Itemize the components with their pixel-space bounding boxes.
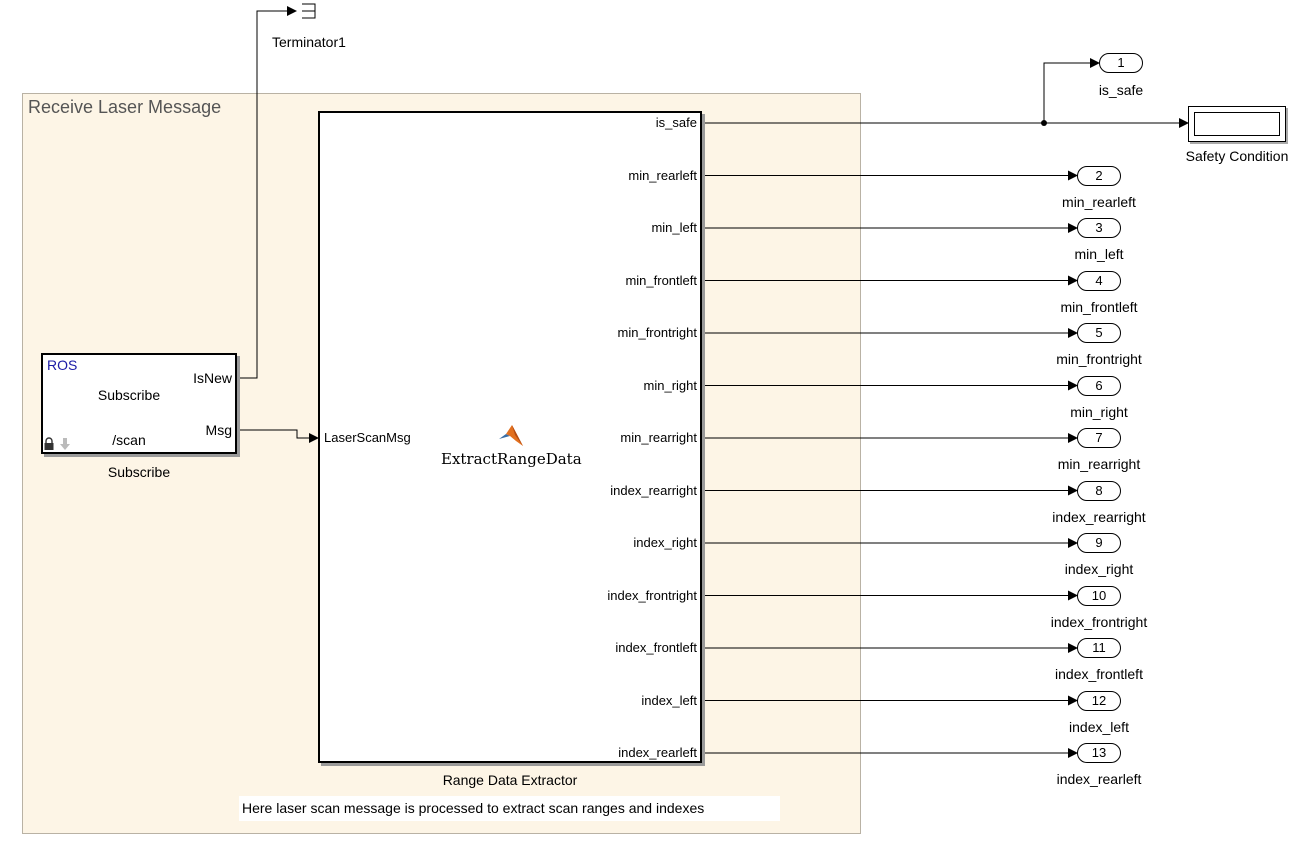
wire-isnew bbox=[237, 6, 297, 379]
outport-name[interactable]: min_right bbox=[1070, 403, 1128, 420]
outport-name[interactable]: min_frontright bbox=[1056, 351, 1142, 367]
port-min-frontright: min_frontright bbox=[617, 325, 697, 340]
display-screen bbox=[1194, 112, 1280, 136]
range-data-extractor-block[interactable] bbox=[318, 111, 702, 763]
outport-name[interactable]: index_rearright bbox=[1052, 508, 1146, 525]
outport-block[interactable]: 11 bbox=[1077, 638, 1121, 658]
outport-name[interactable]: index_left bbox=[1069, 718, 1129, 735]
outport-block[interactable]: 7 bbox=[1077, 428, 1121, 448]
wire-msg bbox=[237, 429, 319, 443]
port-msg: Msg bbox=[205, 422, 232, 438]
subscribe-block[interactable] bbox=[41, 353, 237, 454]
outport-name[interactable]: index_rearleft bbox=[1056, 771, 1142, 787]
outport-block[interactable]: 5 bbox=[1077, 323, 1121, 343]
extractor-block-name[interactable]: Range Data Extractor bbox=[442, 772, 578, 788]
outport-block[interactable]: 8 bbox=[1077, 480, 1121, 501]
matlab-logo-icon bbox=[498, 424, 524, 453]
port-index-left: index_left bbox=[641, 692, 697, 708]
port-min-rearleft: min_rearleft bbox=[628, 167, 697, 183]
outport-name[interactable]: index_right bbox=[1064, 561, 1134, 577]
wire-is-safe-branch bbox=[1043, 58, 1100, 123]
port-min-left: min_left bbox=[651, 220, 697, 235]
port-index-right: index_right bbox=[633, 535, 697, 550]
outport-block[interactable]: 4 bbox=[1077, 270, 1121, 291]
outport-block[interactable]: 1 bbox=[1099, 53, 1143, 73]
outport-name[interactable]: index_frontright bbox=[1050, 613, 1148, 630]
outport-name[interactable]: min_rearright bbox=[1057, 456, 1141, 472]
outport-block[interactable]: 12 bbox=[1077, 690, 1121, 711]
area-title: Receive Laser Message bbox=[28, 97, 222, 117]
outport-name[interactable]: min_frontleft bbox=[1060, 298, 1138, 315]
subscribe-title: Subscribe bbox=[97, 387, 161, 403]
down-arrow-icon bbox=[59, 437, 71, 456]
subscribe-block-name[interactable]: Subscribe bbox=[107, 464, 171, 480]
lock-icon bbox=[43, 437, 55, 456]
function-name: ExtractRangeData bbox=[441, 450, 582, 468]
port-min-rearright: min_rearright bbox=[620, 430, 697, 445]
port-index-rearright: index_rearright bbox=[610, 482, 697, 498]
display-name[interactable]: Safety Condition bbox=[1185, 148, 1289, 164]
port-index-frontleft: index_frontleft bbox=[615, 640, 697, 655]
port-isnew: IsNew bbox=[193, 370, 232, 386]
outport-block[interactable]: 3 bbox=[1077, 218, 1121, 238]
port-min-right: min_right bbox=[643, 377, 697, 393]
port-min-frontleft: min_frontleft bbox=[625, 272, 697, 288]
outport-name[interactable]: min_rearleft bbox=[1062, 193, 1136, 210]
outport-block[interactable]: 6 bbox=[1077, 375, 1121, 396]
branch-point bbox=[1041, 120, 1047, 126]
terminator-name[interactable]: Terminator1 bbox=[272, 34, 346, 50]
outport-block[interactable]: 10 bbox=[1077, 585, 1121, 606]
terminator-symbol bbox=[302, 3, 316, 19]
port-index-frontright: index_frontright bbox=[607, 587, 697, 603]
port-laserscanmsg: LaserScanMsg bbox=[324, 430, 411, 445]
outport-name[interactable]: index_frontleft bbox=[1055, 666, 1143, 682]
ros-badge: ROS bbox=[47, 357, 78, 373]
outport-name[interactable]: is_safe bbox=[1098, 82, 1144, 98]
subscribe-topic: /scan bbox=[112, 432, 146, 448]
annotation-note[interactable]: Here laser scan message is processed to … bbox=[239, 796, 780, 821]
outport-block[interactable]: 2 bbox=[1077, 165, 1121, 186]
outport-name[interactable]: min_left bbox=[1074, 246, 1124, 262]
outport-block[interactable]: 13 bbox=[1077, 743, 1121, 763]
port-index-rearleft: index_rearleft bbox=[618, 745, 697, 760]
safety-condition-display[interactable] bbox=[1188, 106, 1286, 142]
outport-block[interactable]: 9 bbox=[1077, 533, 1121, 553]
port-is-safe: is_safe bbox=[655, 115, 697, 130]
